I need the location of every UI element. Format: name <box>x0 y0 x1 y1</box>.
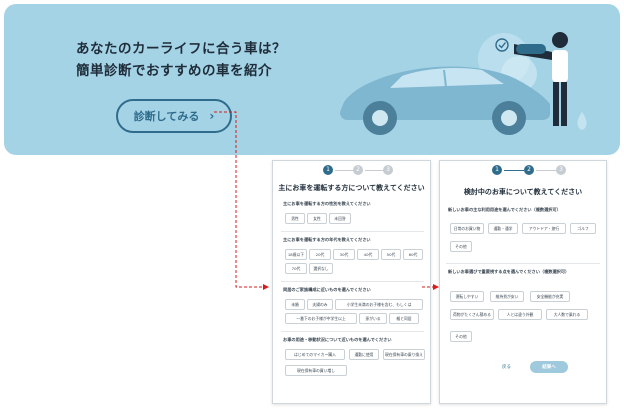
question-label: 新しいお車選びで重要視する点を選んでください（複数選択可） <box>448 269 570 274</box>
option-chip[interactable]: 人とは違う外観 <box>498 309 542 320</box>
option-chip[interactable]: 現在保有車の乗り換え <box>383 349 425 360</box>
option-chip[interactable]: その他 <box>450 241 472 252</box>
chevron-right-icon: › <box>209 109 215 123</box>
divider <box>281 231 424 232</box>
option-chip[interactable]: 未回答 <box>329 213 351 224</box>
car-and-person-illustration <box>340 32 587 135</box>
option-chip[interactable]: 70代 <box>285 263 307 274</box>
option-chip[interactable]: 選択なし <box>309 263 333 274</box>
option-chip[interactable]: 日常のお買い物 <box>450 223 484 234</box>
option-chip[interactable]: 60代 <box>403 249 423 260</box>
option-chip[interactable]: 20代 <box>309 249 331 260</box>
question-label: お車の用途・移動状況について近いものを選んでください <box>283 337 392 342</box>
option-chip[interactable]: 女性 <box>307 213 327 224</box>
question-label: 新しいお車の主な利用用途を選んでください（複数選択可） <box>448 207 561 212</box>
step2-title: 検討中のお車について教えてください <box>463 188 583 196</box>
step-line <box>536 170 556 171</box>
step1-title: 主にお車を運転する方について教えてください <box>278 184 425 192</box>
headline-line-1: あなたのカーライフに合う車は？ <box>76 41 286 57</box>
step-dot-2: 2 <box>353 165 363 175</box>
option-chip[interactable]: はじめてのマイカー購入 <box>285 349 345 360</box>
divider <box>281 281 424 282</box>
step2-form-panel: 1 2 3 検討中のお車について教えてください 新しいお車の主な利用用途を選んで… <box>439 160 607 404</box>
question-label: 主にお車を運転する方の性別を教えてください <box>283 201 371 206</box>
option-chip[interactable]: 男性 <box>285 213 305 224</box>
question-label: 主にお車を運転する方の年代を教えてください <box>283 237 371 242</box>
option-chip[interactable]: 30代 <box>333 249 355 260</box>
option-chip[interactable]: 孫がいる <box>359 313 387 324</box>
step-dot-1: 1 <box>323 165 333 175</box>
option-chip[interactable]: 未婚 <box>285 299 305 310</box>
option-chip[interactable]: 小学生未満のお子様を含む、もしくは <box>335 299 423 310</box>
cta-label: 診断してみる <box>133 110 200 123</box>
option-chip[interactable]: アウトドア・旅行 <box>522 223 566 234</box>
question-label: 同居のご家族構成に近いものを選んでください <box>283 287 371 292</box>
option-chip[interactable]: 40代 <box>357 249 379 260</box>
headline-line-2: 簡単診断でおすすめの車を紹介 <box>76 63 272 79</box>
step-dot-1: 1 <box>492 165 502 175</box>
step-line <box>365 170 383 171</box>
option-chip[interactable]: 通勤に使用 <box>349 349 379 360</box>
option-chip[interactable]: ゴルフ <box>570 223 596 234</box>
step-dot-2: 2 <box>524 165 534 175</box>
option-chip[interactable]: 現在保有車の買い増し <box>285 365 347 376</box>
step-line <box>335 170 353 171</box>
option-chip[interactable]: 18歳以下 <box>285 249 307 260</box>
back-link[interactable]: 戻る <box>502 365 511 370</box>
option-chip[interactable]: その他 <box>450 331 472 342</box>
option-chip[interactable]: 維持費が安い <box>490 291 524 302</box>
option-chip[interactable]: 安全機能が充実 <box>530 291 570 302</box>
submit-button[interactable]: 結果へ <box>530 361 568 373</box>
step-dot-3: 3 <box>383 165 393 175</box>
option-chip[interactable]: 夫婦のみ <box>307 299 333 310</box>
option-chip[interactable]: 大人数で乗れる <box>546 309 588 320</box>
divider <box>281 331 424 332</box>
option-chip[interactable]: 通勤・通学 <box>488 223 518 234</box>
step-indicator: 1 2 3 <box>273 165 430 177</box>
option-chip[interactable]: 50代 <box>381 249 401 260</box>
hero-headline: あなたのカーライフに合う車は？ 簡単診断でおすすめの車を紹介 <box>76 38 286 82</box>
step1-form-panel: 1 2 3 主にお車を運転する方について教えてください 主にお車を運転する方の性… <box>272 160 431 404</box>
divider <box>446 263 600 264</box>
step-indicator: 1 2 3 <box>440 165 606 177</box>
start-diagnosis-button[interactable]: 診断してみる › <box>116 99 232 133</box>
option-chip[interactable]: 親と同居 <box>389 313 419 324</box>
option-chip[interactable]: 運転しやすい <box>450 291 484 302</box>
step-dot-3: 3 <box>556 165 566 175</box>
step-line <box>504 170 524 171</box>
hero-banner: あなたのカーライフに合う車は？ 簡単診断でおすすめの車を紹介 診断してみる › <box>4 4 620 155</box>
option-chip[interactable]: 一番下のお子様が中学生以上 <box>285 313 357 324</box>
option-chip[interactable]: 荷物がたくさん積める <box>450 309 494 320</box>
